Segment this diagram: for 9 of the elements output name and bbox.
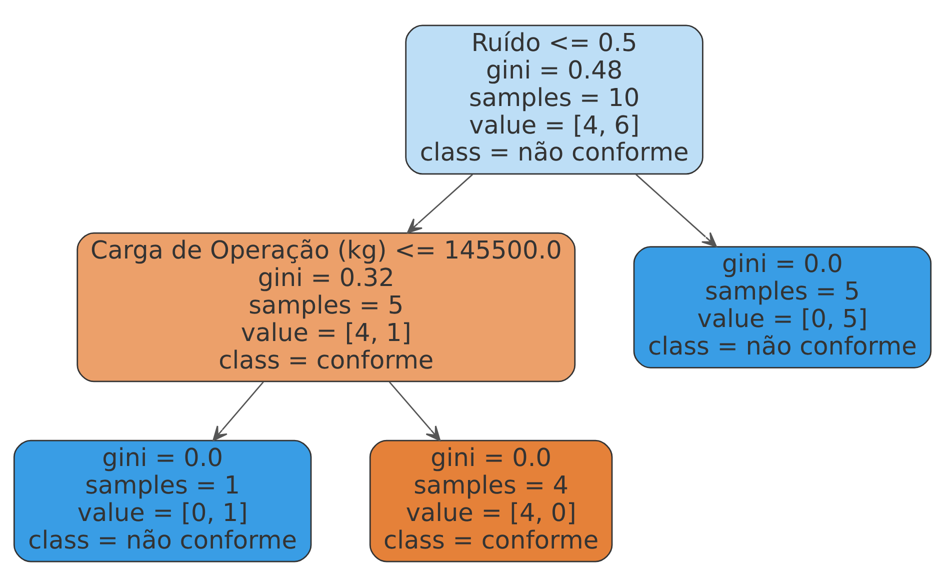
node-box: gini = 0.0 samples = 5 value = [0, 5] class = não conforme (633, 246, 932, 368)
node-box: Ruído <= 0.5 gini = 0.48 samples = 10 value = [4, 6] class = não conforme (405, 24, 704, 175)
arrow (636, 174, 717, 248)
arrow (406, 174, 474, 234)
arrow (388, 381, 441, 442)
node-box: Carga de Operação (kg) <= 145500.0 gini = 0.32 samples = 5 value = [4, 1] class = conforme (76, 232, 576, 382)
arrow (212, 381, 264, 442)
node-box: gini = 0.0 samples = 1 value = [0, 1] class = não conforme (13, 440, 312, 562)
node-box: gini = 0.0 samples = 4 value = [4, 0] class = conforme (369, 440, 613, 562)
